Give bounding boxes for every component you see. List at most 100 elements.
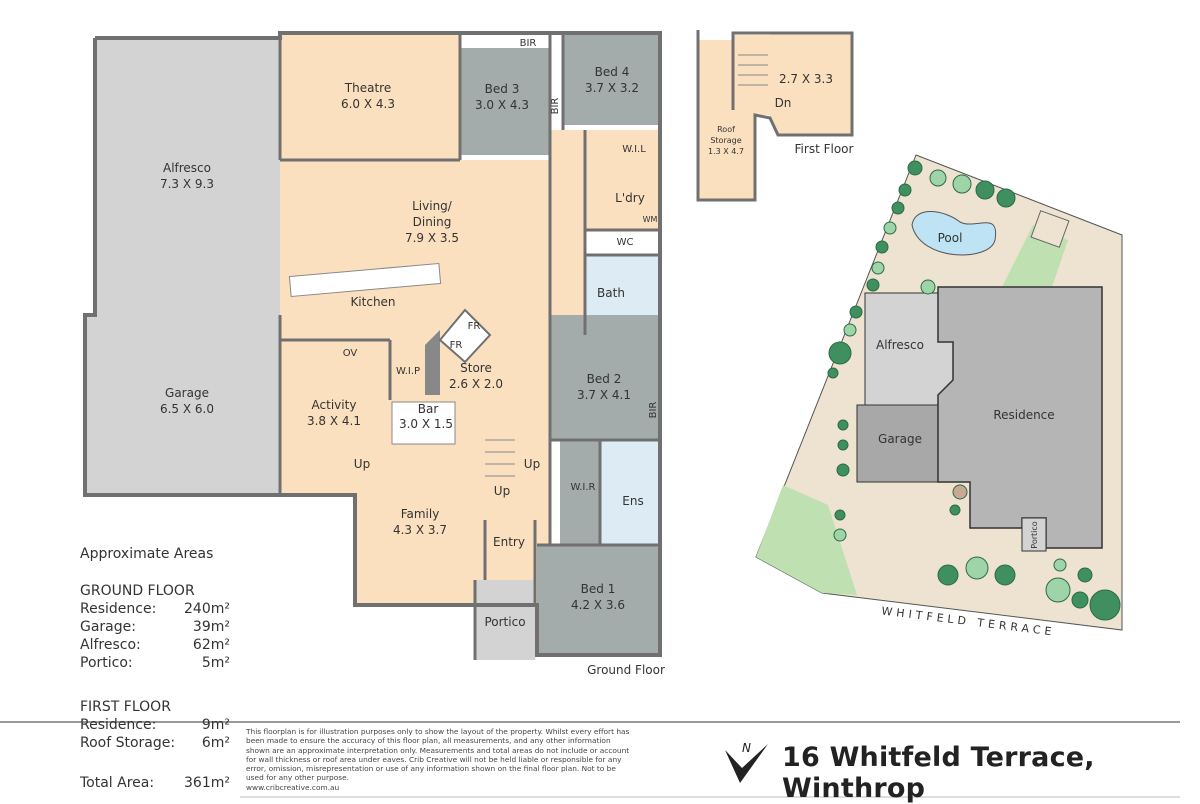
label-site-portico: Portico: [1030, 521, 1039, 548]
disclaimer-text: This floorplan is for illustration purpo…: [246, 727, 630, 783]
label-wip: W.I.P: [396, 366, 420, 377]
area-value: 240m²: [184, 601, 230, 617]
label-pool: Pool: [938, 231, 963, 245]
room-bed-2: [550, 315, 660, 440]
label-wc: WC: [617, 237, 634, 248]
room-garage: [85, 315, 280, 495]
label-theatre: Theatre: [344, 81, 391, 95]
total-area: Total Area: 361m²: [80, 774, 230, 792]
area-value: 6m²: [201, 735, 230, 751]
label-activity: Activity: [312, 398, 357, 412]
disclaimer: This floorplan is for illustration purpo…: [246, 727, 636, 792]
label-wil: W.I.L: [622, 144, 646, 155]
label-roof-storage: Storage: [710, 136, 741, 145]
area-label: Residence:: [80, 717, 157, 733]
label-family: Family: [401, 507, 440, 521]
areas-summary: GROUND FLOOR Residence:240m² Garage: 39m²…: [80, 582, 230, 672]
label-bir: BIR: [550, 98, 561, 115]
ground-floor-caption: Ground Floor: [587, 663, 665, 677]
dims-bed-3: 3.0 X 4.3: [475, 98, 529, 112]
area-value: 62m²: [192, 637, 230, 653]
dims-garage: 6.5 X 6.0: [160, 402, 214, 416]
label-bath: Bath: [597, 286, 625, 300]
area-row: Residence:240m²: [80, 600, 230, 618]
label-site-residence: Residence: [993, 408, 1054, 422]
fireplace: [425, 330, 440, 395]
label-bed-2: Bed 2: [587, 372, 622, 386]
kitchen-bench: [288, 262, 442, 298]
first-floor-heading: FIRST FLOOR: [80, 699, 171, 715]
label-up: Up: [494, 484, 510, 498]
room-theatre: [280, 33, 460, 160]
dims-bed-4: 3.7 X 3.2: [585, 81, 639, 95]
label-living: Living/: [412, 199, 453, 213]
area-row: Residence: 9m²: [80, 716, 230, 734]
label-garage: Garage: [165, 386, 209, 400]
room-alfresco: [95, 38, 280, 315]
label-bar: Bar: [418, 402, 439, 416]
site-garage: [856, 404, 939, 483]
first-floor-plan: [696, 30, 854, 202]
room-roof-storage: [698, 40, 755, 200]
site-plan: [755, 154, 1123, 631]
dims-theatre: 6.0 X 4.3: [341, 97, 395, 111]
label-entry: Entry: [493, 535, 525, 549]
area-value: 39m²: [192, 619, 230, 635]
dims-alfresco: 7.3 X 9.3: [160, 177, 214, 191]
label-laundry: L'dry: [615, 191, 645, 205]
fridge-bays: [438, 308, 492, 364]
area-row: Garage: 39m²: [80, 618, 230, 636]
area-label: Roof Storage:: [80, 735, 176, 751]
area-row: Roof Storage: 6m²: [80, 734, 230, 752]
room-bed-3: [460, 48, 550, 155]
room-portico: [475, 580, 535, 660]
room-first-floor: [770, 33, 852, 135]
areas-heading: Approximate Areas: [80, 546, 214, 562]
shed: [1030, 210, 1070, 248]
ground-floor-heading: GROUND FLOOR: [80, 583, 195, 599]
room-ensuite: [600, 440, 660, 545]
area-row: Portico: 5m²: [80, 654, 230, 672]
site-residence: [937, 286, 1103, 549]
first-floor-areas: FIRST FLOOR Residence: 9m² Roof Storage: 6…: [80, 698, 230, 752]
area-label: Garage:: [80, 619, 136, 635]
label-bed-3: Bed 3: [485, 82, 520, 96]
north-label: N: [742, 741, 751, 755]
dims-bed-1: 4.2 X 3.6: [571, 598, 625, 612]
property-address: 16 Whitfeld Terrace, Winthrop: [782, 742, 1095, 804]
area-row: Alfresco: 62m²: [80, 636, 230, 654]
dims-family: 4.3 X 3.7: [393, 523, 447, 537]
label-up: Up: [354, 457, 370, 471]
label-dining: Dining: [413, 215, 452, 229]
first-floor-caption: First Floor: [795, 142, 854, 156]
dims-bar: 3.0 X 1.5: [399, 417, 453, 431]
label-bed-1: Bed 1: [581, 582, 616, 596]
room-wir: [560, 440, 600, 545]
label-up: Up: [524, 457, 540, 471]
label-store: Store: [460, 361, 492, 375]
dims-activity: 3.8 X 4.1: [307, 414, 361, 428]
dims-bed-2: 3.7 X 4.1: [577, 388, 631, 402]
label-kitchen: Kitchen: [350, 295, 395, 309]
label-bir: BIR: [520, 38, 537, 49]
room-bed-4: [563, 33, 660, 125]
north-arrow-icon: [725, 744, 768, 783]
website-link[interactable]: www.cribcreative.com.au: [246, 782, 340, 792]
dims-roof-storage: 1.3 X 4.7: [708, 147, 744, 156]
area-value: 5m²: [201, 655, 230, 671]
label-bed-4: Bed 4: [595, 65, 630, 79]
label-fridge: FR: [468, 321, 481, 332]
dims-first-floor-room: 2.7 X 3.3: [779, 72, 833, 86]
dims-living-dining: 7.9 X 3.5: [405, 231, 459, 245]
area-label: Portico:: [80, 655, 133, 671]
label-ensuite: Ens: [622, 494, 643, 508]
total-label: Total Area:: [80, 775, 155, 791]
label-wm: WM: [643, 215, 658, 224]
label-portico: Portico: [484, 615, 525, 629]
lawn: [756, 485, 857, 595]
total-value: 361m²: [184, 775, 230, 791]
area-value: 9m²: [201, 717, 230, 733]
label-site-alfresco: Alfresco: [876, 338, 924, 352]
label-fridge: FR: [450, 340, 463, 351]
area-label: Alfresco:: [80, 637, 141, 653]
